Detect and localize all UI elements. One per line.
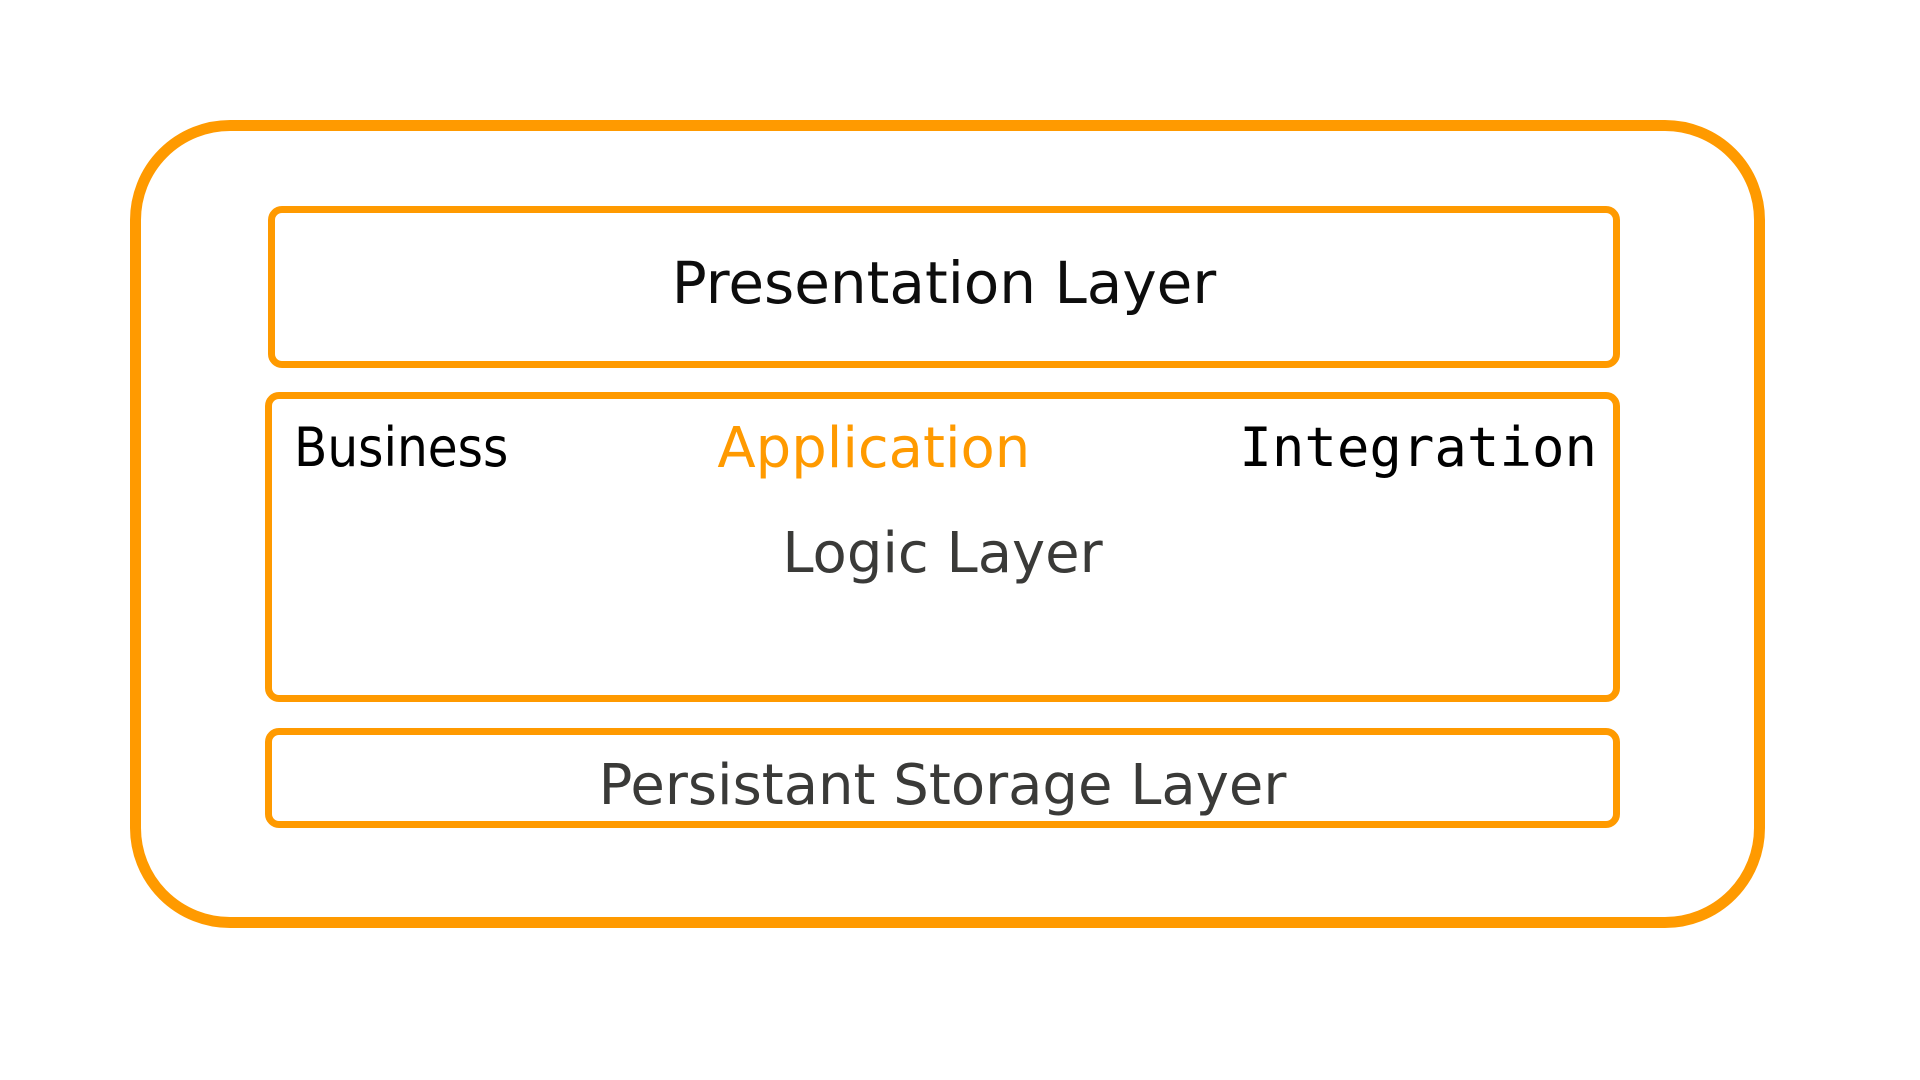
storage-layer-box[interactable]: Persistant Storage Layer (265, 728, 1620, 828)
logic-layer-concern-row: Business Application Integration (272, 421, 1613, 497)
concern-business: Business (294, 416, 509, 479)
system-boundary (130, 120, 1765, 928)
logic-layer-label: Logic Layer (782, 521, 1103, 586)
concern-integration: Integration (1239, 416, 1597, 479)
concern-application: Application (717, 416, 1031, 481)
presentation-layer-box[interactable]: Presentation Layer (268, 206, 1620, 368)
storage-layer-label: Persistant Storage Layer (598, 753, 1287, 818)
logic-layer-box[interactable]: Business Application Integration Logic L… (265, 392, 1620, 702)
presentation-layer-label: Presentation Layer (671, 249, 1217, 317)
